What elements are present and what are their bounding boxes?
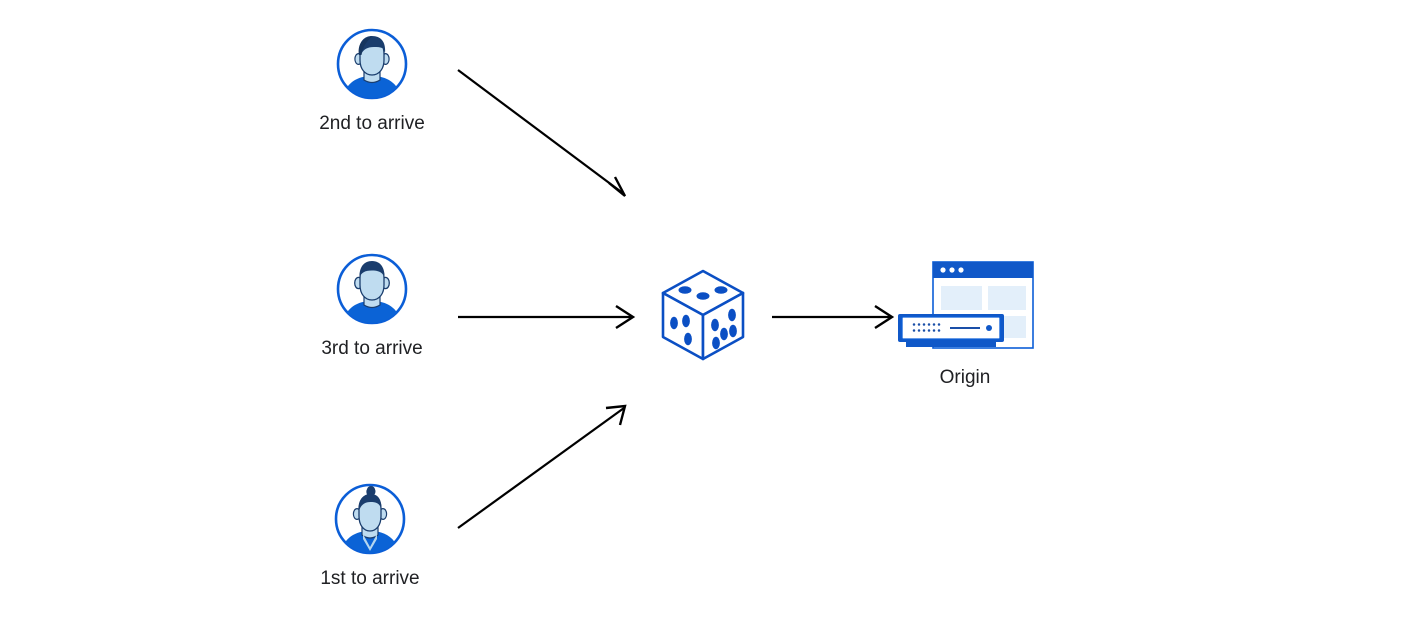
- dice-right-pips: [711, 308, 737, 350]
- dice-left-pips: [670, 314, 692, 346]
- client-label-1st: 1st to arrive: [320, 568, 420, 589]
- origin-node: Origin: [885, 252, 1045, 387]
- user-avatar-icon: [332, 481, 408, 557]
- origin-server-icon: [888, 252, 1043, 362]
- dice-cube-icon: [655, 265, 751, 365]
- server-device-icon: [897, 314, 1004, 347]
- client-label-3rd: 3rd to arrive: [321, 338, 423, 359]
- client-node-3rd: 3rd to arrive: [296, 251, 448, 358]
- client-label-2nd: 2nd to arrive: [319, 113, 425, 134]
- arrow-dice-to-origin: [772, 304, 895, 330]
- user-avatar-icon: [334, 26, 410, 102]
- client-node-2nd: 2nd to arrive: [296, 26, 448, 133]
- origin-label: Origin: [939, 367, 991, 388]
- user-avatar-icon: [334, 251, 410, 327]
- dice-top-pips: [678, 286, 728, 300]
- client-node-1st: 1st to arrive: [294, 481, 446, 588]
- arrow-3rd-to-dice: [458, 304, 636, 330]
- arrow-1st-to-dice: [457, 404, 627, 529]
- arrow-2nd-to-dice: [457, 69, 627, 197]
